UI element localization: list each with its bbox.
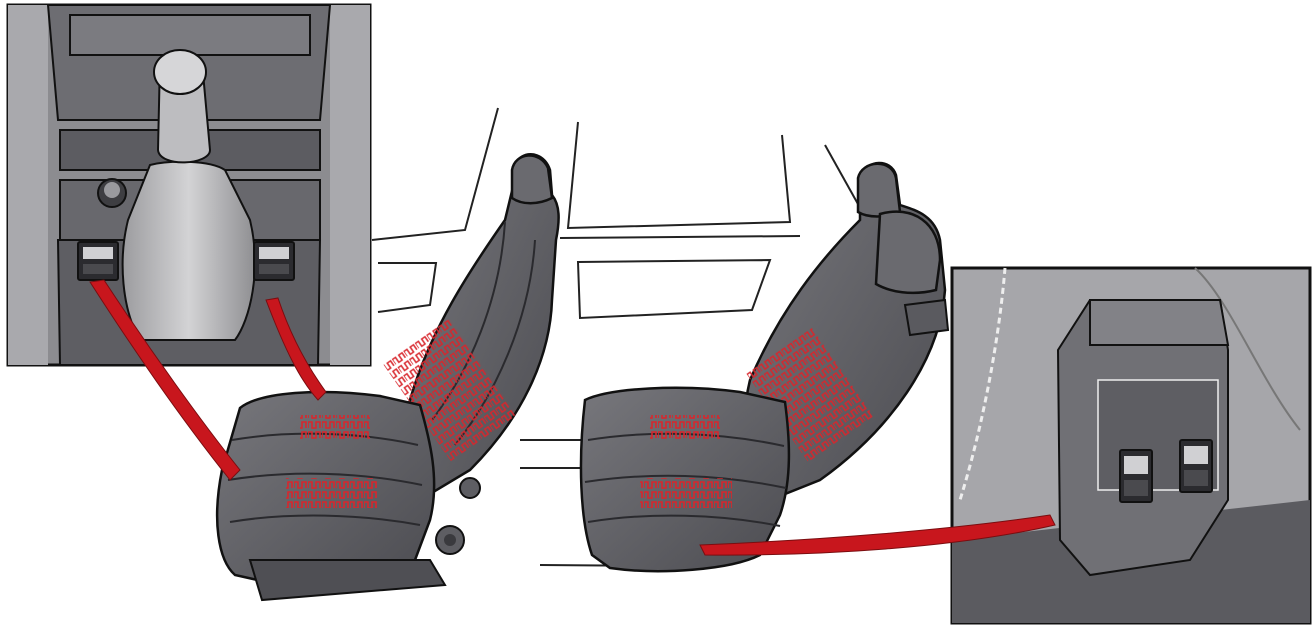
rear-seat xyxy=(581,163,948,571)
rear-armrest-inset xyxy=(952,268,1310,623)
seat-heater-switch-icon xyxy=(1180,440,1212,492)
rear-cushion-heating-element-2 xyxy=(640,478,732,508)
front-headrest xyxy=(512,155,552,203)
gear-knob-icon xyxy=(154,50,206,94)
rear-headrest xyxy=(858,164,900,217)
seat-heater-switch-icon xyxy=(1120,450,1152,502)
center-console-inset xyxy=(8,5,370,365)
seat-heater-switch-icon xyxy=(254,242,294,280)
rear-cushion-heating-element-1 xyxy=(650,415,720,440)
seat-heater-switch-icon xyxy=(78,242,118,280)
front-cushion-heating-element-2 xyxy=(286,478,378,508)
gear-boot xyxy=(123,162,255,340)
front-cushion-heating-element-1 xyxy=(300,415,370,440)
